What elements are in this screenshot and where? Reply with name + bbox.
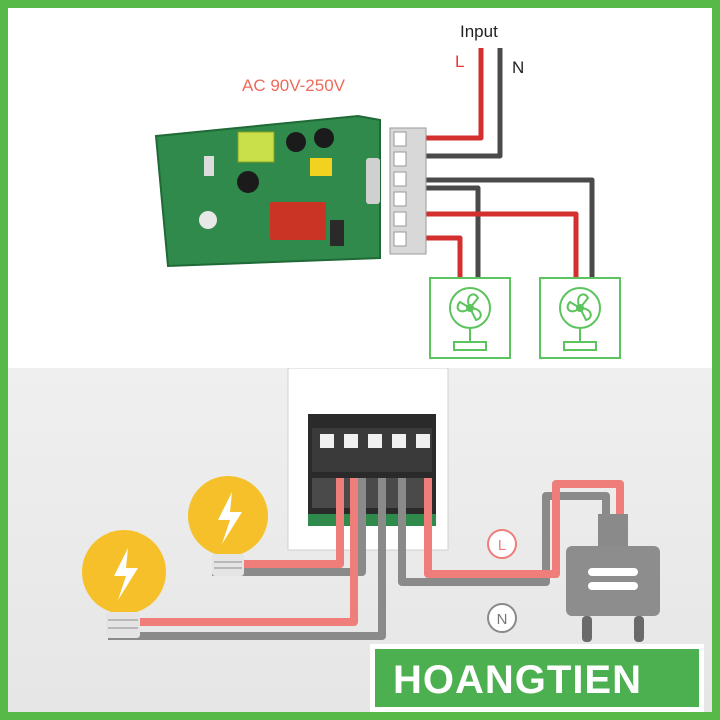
input-live-wire [426,48,484,141]
fan1-neutral-wire [426,185,481,278]
relay-pcb [154,114,381,268]
fan1-live-wire [426,235,463,278]
fan-icon [539,277,621,359]
plug-neutral-wire [398,478,610,586]
light-bulb-icon [82,530,166,638]
neutral-marker-text: N [497,611,508,628]
brand-name: HOANGTIEN [393,658,642,702]
live-marker: L [487,529,517,559]
brand-logo: HOANGTIEN [370,644,704,712]
live-marker-text: L [498,537,506,554]
fan2-neutral-wire [426,177,595,278]
bottom-wiring-panel: L N [8,368,712,712]
light-bulb-icon [188,476,268,576]
bottom-wiring-diagram: L N [82,368,660,642]
terminal-block [389,127,427,255]
top-wiring-panel: Input L N AC 90V-250V [8,8,712,368]
switch-module [287,368,449,551]
live-label: L [455,52,465,71]
input-neutral-wire [426,48,503,159]
bulb2-neutral-wire [108,478,386,640]
fan-icon [429,277,511,359]
neutral-label: N [512,58,525,77]
bulb1-live-wire [212,478,344,568]
fan2-live-wire [426,211,579,278]
bulb1-neutral-wire [212,478,366,576]
power-plug-icon [566,514,660,642]
input-label: Input [460,22,498,41]
neutral-marker: N [487,603,517,633]
bulb2-live-wire [108,478,358,626]
plug-live-wire [424,478,624,578]
voltage-label: AC 90V-250V [242,76,346,95]
top-wiring-diagram [154,48,621,359]
